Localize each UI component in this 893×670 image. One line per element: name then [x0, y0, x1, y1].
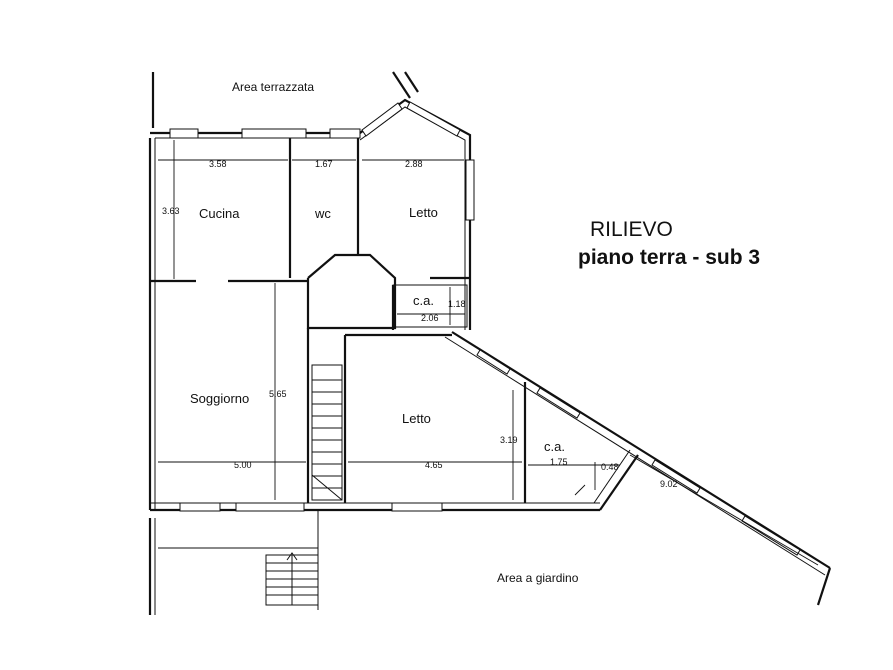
bedroom-top-label: Letto	[409, 205, 438, 220]
dim-closet-bottom-width: 1.75	[550, 457, 568, 467]
dim-living-height: 5.65	[269, 389, 287, 399]
kitchen-label: Cucina	[199, 206, 240, 221]
garden-label: Area a giardino	[497, 571, 579, 585]
plan-title: RILIEVO	[590, 218, 673, 241]
outer-walls	[148, 71, 832, 615]
closet-top-label: c.a.	[413, 293, 434, 308]
stairs-main	[311, 364, 343, 501]
dim-diagonal-wall: 9.02	[660, 479, 678, 489]
stairs-garden	[265, 552, 319, 606]
dim-kitchen-width: 3.58	[209, 159, 227, 169]
closet-bottom-label: c.a.	[544, 439, 565, 454]
dim-living-width: 5.00	[234, 460, 252, 470]
living-room-label: Soggiorno	[190, 391, 249, 406]
dimension-lines	[158, 140, 819, 566]
terrace-label: Area terrazzata	[232, 80, 314, 94]
dim-closet-top-height: 1.18	[448, 299, 466, 309]
inner-walls	[150, 138, 527, 503]
dim-kitchen-height: 3.63	[162, 206, 180, 216]
wc-label: wc	[314, 206, 331, 221]
dim-bedroom-bottom-height: 3.19	[500, 435, 518, 445]
dim-bedroom-top-width: 2.88	[405, 159, 423, 169]
dim-wc-width: 1.67	[315, 159, 333, 169]
dim-closet-top-width: 2.06	[421, 313, 439, 323]
dim-bedroom-bottom-width: 4.65	[425, 460, 443, 470]
bedroom-bottom-label: Letto	[402, 411, 431, 426]
plan-subtitle: piano terra - sub 3	[578, 246, 760, 269]
dim-closet-bottom-depth: 0.48	[601, 462, 619, 472]
